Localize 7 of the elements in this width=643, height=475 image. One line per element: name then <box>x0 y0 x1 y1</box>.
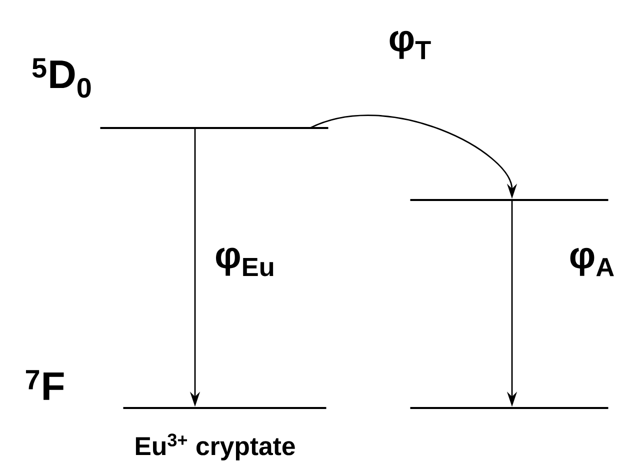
level-label: $^{7}$F <box>26 370 64 400</box>
level-label: $^{5}$D$_{0}$ <box>32 58 91 98</box>
edge-label: φ$_{A}$ <box>570 248 614 276</box>
edge-label: φ$_{T}$ <box>390 30 431 60</box>
edge-label: φ$_{Eu}$ <box>216 248 274 276</box>
compound-label: Eu$^{3+}$ cryptate <box>136 434 295 460</box>
energy-level-line <box>100 127 328 129</box>
